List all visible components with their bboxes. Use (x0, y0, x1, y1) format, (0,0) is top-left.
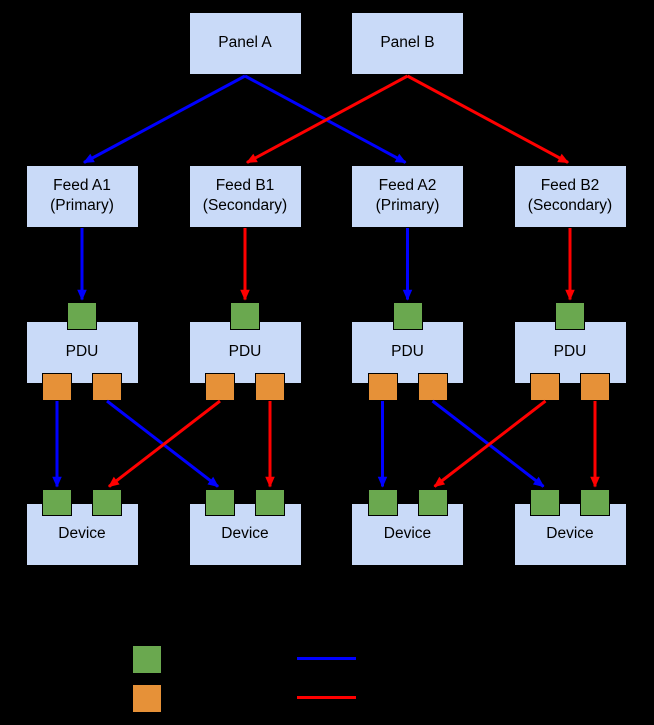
node-feed-b2: Feed B2 (Secondary) (513, 164, 627, 228)
legend-secondary-line-swatch (297, 696, 356, 699)
node-feed-b1-name: Feed B1 (215, 176, 275, 194)
node-panel-a-label: Panel A (218, 34, 272, 52)
node-device-3-label: Device (383, 525, 432, 543)
node-panel-a: Panel A (188, 12, 302, 75)
node-feed-b1-role: (Secondary) (202, 197, 288, 214)
device-3-input-connector-right (417, 488, 448, 516)
device-2-input-connector-left (205, 488, 235, 516)
device-1-input-connector-right (92, 488, 122, 516)
node-feed-a2-role: (Primary) (375, 197, 440, 214)
pdu-4-output-connector-right (580, 373, 610, 401)
pdu-3-input-connector (392, 301, 423, 330)
device-3-input-connector-left (367, 488, 398, 516)
pdu-1-input-connector (67, 301, 97, 330)
node-pdu-3-label: PDU (391, 343, 424, 361)
node-device-4-label: Device (546, 525, 594, 543)
node-feed-a2: Feed A2 (Primary) (351, 164, 464, 228)
legend-input-connector-swatch (131, 645, 162, 674)
node-pdu-4-label: PDU (553, 343, 587, 361)
pdu-3-output-connector-left (367, 373, 398, 401)
arrow-panel-a-to-feed-a1 (83, 74, 246, 164)
arrow-pdu-3-right-to-device-4 (431, 399, 545, 488)
pdu-2-input-connector (230, 301, 260, 330)
node-feed-b1: Feed B1 (Secondary) (188, 164, 302, 228)
arrow-panel-b-to-feed-b1 (246, 74, 409, 164)
pdu-3-output-connector-right (417, 373, 448, 401)
node-feed-a1-name: Feed A1 (53, 176, 111, 194)
pdu-4-input-connector (555, 301, 585, 330)
device-1-input-connector-left (42, 488, 72, 516)
device-4-input-connector-left (530, 488, 560, 516)
legend-primary-line-swatch (297, 657, 356, 660)
node-pdu-1-label: PDU (65, 343, 99, 361)
arrow-panel-a-to-feed-a2 (244, 74, 407, 164)
pdu-2-output-connector-left (205, 373, 235, 401)
node-feed-b2-name: Feed B2 (540, 176, 600, 194)
node-feed-a1: Feed A1 (Primary) (25, 164, 139, 228)
legend-output-connector-swatch (131, 684, 162, 713)
pdu-4-output-connector-left (530, 373, 560, 401)
node-feed-b2-role: (Secondary) (527, 197, 613, 214)
node-panel-b-label: Panel B (380, 34, 435, 52)
pdu-2-output-connector-right (255, 373, 285, 401)
node-feed-a2-name: Feed A2 (378, 176, 437, 194)
node-feed-a1-role: (Primary) (50, 197, 114, 214)
pdu-1-output-connector-left (42, 373, 72, 401)
node-pdu-2-label: PDU (228, 343, 262, 361)
device-2-input-connector-right (255, 488, 285, 516)
node-panel-b: Panel B (351, 12, 464, 75)
node-device-2-label: Device (221, 525, 269, 543)
arrow-panel-b-to-feed-b2 (406, 74, 569, 164)
device-4-input-connector-right (580, 488, 610, 516)
arrow-pdu-2-left-to-device-1 (108, 399, 221, 488)
arrow-pdu-1-right-to-device-2 (106, 399, 219, 488)
pdu-1-output-connector-right (92, 373, 122, 401)
arrow-pdu-4-left-to-device-3 (433, 399, 547, 488)
node-device-1-label: Device (58, 525, 106, 543)
